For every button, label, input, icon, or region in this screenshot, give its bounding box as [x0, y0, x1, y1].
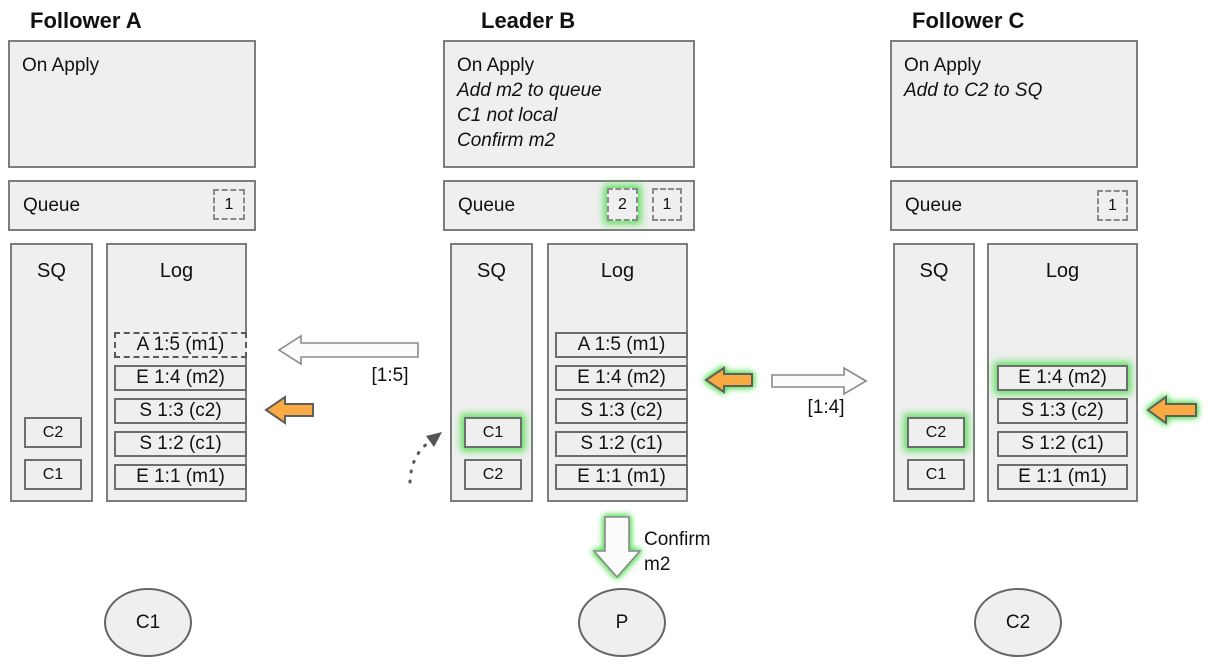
on-apply-title-a: On Apply [22, 55, 100, 76]
queue-box-a: Queue 1 [8, 180, 256, 231]
log-label-c: Log [1045, 260, 1080, 282]
log-entry: S 1:2 (c1) [114, 431, 247, 457]
sq-box-b: SQ C1 C2 [450, 243, 533, 502]
log-entry: S 1:2 (c1) [555, 431, 688, 457]
log-entry: S 1:2 (c1) [997, 431, 1128, 457]
queue-item-a-1: 1 [213, 189, 245, 220]
sq-item-b-c2: C2 [464, 459, 522, 490]
log-box-b: Log A 1:5 (m1) E 1:4 (m2) S 1:3 (c2) S 1… [547, 243, 688, 502]
on-apply-line: Add to C2 to SQ [904, 80, 1043, 101]
queue-label-a: Queue [23, 194, 81, 216]
queue-item-b-1: 1 [652, 188, 682, 221]
on-apply-box-b: On Apply Add m2 to queue C1 not local Co… [443, 40, 695, 168]
replicate-arrow-b-to-c [771, 366, 868, 396]
sq-box-c: SQ C2 C1 [893, 243, 975, 502]
sq-item-a-c2: C2 [24, 417, 82, 448]
sq-item-b-c1: C1 [464, 417, 522, 448]
on-apply-title-c: On Apply [904, 55, 982, 76]
queue-label-b: Queue [458, 194, 516, 216]
log-label-a: Log [159, 260, 194, 282]
confirm-arrow-down [592, 516, 642, 579]
client-ellipse-c2: C2 [974, 588, 1062, 657]
sq-label-a: SQ [37, 260, 66, 282]
queue-insert-arrowhead [426, 432, 442, 447]
sq-box-a: SQ C2 C1 [10, 243, 93, 502]
log-entry: A 1:5 (m1) [555, 332, 688, 358]
on-apply-line: Add m2 to queue [457, 80, 602, 101]
queue-label-c: Queue [905, 194, 963, 216]
log-entry: A 1:5 (m1) [114, 332, 247, 358]
on-apply-box-c: On Apply Add to C2 to SQ [890, 40, 1138, 168]
replicate-range-label-bc: [1:4] [807, 397, 845, 418]
queue-item-c-1: 1 [1097, 190, 1128, 221]
log-entry: E 1:4 (m2) [555, 365, 688, 391]
log-entry: E 1:4 (m2) [997, 365, 1128, 391]
confirm-label-line2: m2 [644, 554, 671, 575]
log-entry: S 1:3 (c2) [555, 398, 688, 424]
node-title-follower-c: Follower C [912, 8, 1025, 33]
on-apply-line: Confirm m2 [457, 130, 556, 151]
sq-label-c: SQ [919, 260, 949, 282]
sq-label-b: SQ [477, 260, 506, 282]
queue-box-c: Queue 1 [890, 180, 1138, 231]
log-entry: S 1:3 (c2) [114, 398, 247, 424]
log-box-a: Log A 1:5 (m1) E 1:4 (m2) S 1:3 (c2) S 1… [106, 243, 247, 502]
log-entry: E 1:1 (m1) [555, 464, 688, 490]
confirm-label-line1: Confirm [644, 529, 711, 550]
queue-item-b-2: 2 [607, 188, 638, 221]
sq-item-c-c1: C1 [907, 459, 965, 490]
node-title-leader-b: Leader B [481, 8, 576, 33]
on-apply-line: C1 not local [457, 105, 558, 126]
log-entry: E 1:1 (m1) [114, 464, 247, 490]
queue-insert-dotted-arrow [408, 441, 430, 484]
log-label-b: Log [600, 260, 635, 282]
sq-item-a-c1: C1 [24, 459, 82, 490]
log-box-c: Log E 1:4 (m2) S 1:3 (c2) S 1:2 (c1) E 1… [987, 243, 1138, 502]
node-title-follower-a: Follower A [30, 8, 142, 33]
apply-pointer-arrow-c [1146, 395, 1197, 425]
log-entry: S 1:3 (c2) [997, 398, 1128, 424]
apply-pointer-arrow-b [704, 366, 753, 394]
sq-item-c-c2: C2 [907, 417, 965, 448]
client-ellipse-p: P [578, 588, 666, 657]
apply-pointer-arrow-a [264, 395, 314, 425]
client-ellipse-c1: C1 [104, 588, 192, 657]
log-entry: E 1:1 (m1) [997, 464, 1128, 490]
log-entry: E 1:4 (m2) [114, 365, 247, 391]
replicate-arrow-b-to-a [277, 334, 419, 366]
on-apply-title-b: On Apply [457, 55, 535, 76]
replicate-range-label-ab: [1:5] [371, 365, 409, 386]
queue-box-b: Queue 2 1 [443, 180, 695, 231]
on-apply-box-a: On Apply [8, 40, 256, 168]
